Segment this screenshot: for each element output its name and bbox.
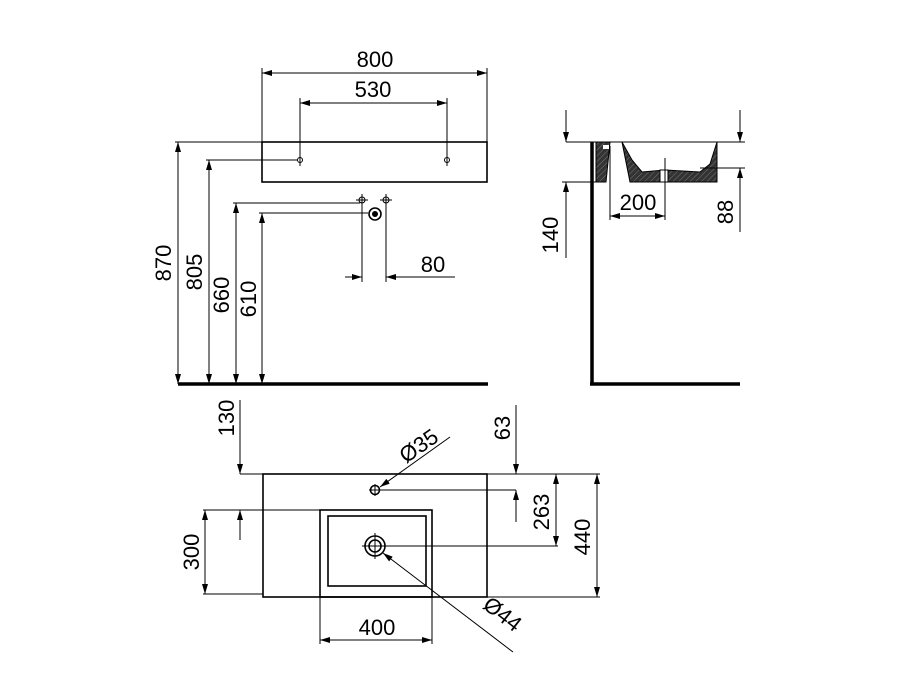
side-view: 140 88 200 xyxy=(538,110,745,386)
dim-label-610: 610 xyxy=(236,281,261,318)
dim-label-263: 263 xyxy=(529,494,554,531)
dim-label-300: 300 xyxy=(179,534,204,571)
dim-label-870: 870 xyxy=(151,245,176,282)
top-view: Ø35 Ø44 130 63 263 440 300 400 xyxy=(179,400,600,653)
leader-44 xyxy=(382,552,514,653)
dim-label-440: 440 xyxy=(570,519,595,556)
bowl-inner xyxy=(327,515,427,587)
drain-hole xyxy=(362,533,388,559)
dim-label-200: 200 xyxy=(620,190,657,215)
dim-label-130: 130 xyxy=(214,400,239,437)
tap-hole-marks xyxy=(356,194,392,206)
dim-label-80: 80 xyxy=(421,252,445,277)
drain-outlet xyxy=(368,207,382,221)
dim-label-140: 140 xyxy=(538,217,563,254)
dim-label-diameter-35: Ø35 xyxy=(394,424,442,468)
dim-label-400: 400 xyxy=(359,615,396,640)
dim-label-88: 88 xyxy=(713,200,738,224)
dim-label-800: 800 xyxy=(357,47,394,72)
basin-section xyxy=(595,141,718,183)
leader-35 xyxy=(379,436,451,488)
dim-label-530: 530 xyxy=(355,77,392,102)
front-view: 800 530 870 805 660 610 80 xyxy=(151,47,488,386)
dim-label-805: 805 xyxy=(182,254,207,291)
basin-front-outline xyxy=(261,141,488,183)
dim-label-63: 63 xyxy=(490,416,515,440)
dim-label-660: 660 xyxy=(209,277,234,314)
dim-label-diameter-44: Ø44 xyxy=(479,591,527,636)
tap-hole xyxy=(369,484,381,496)
bowl-outline xyxy=(319,509,433,598)
